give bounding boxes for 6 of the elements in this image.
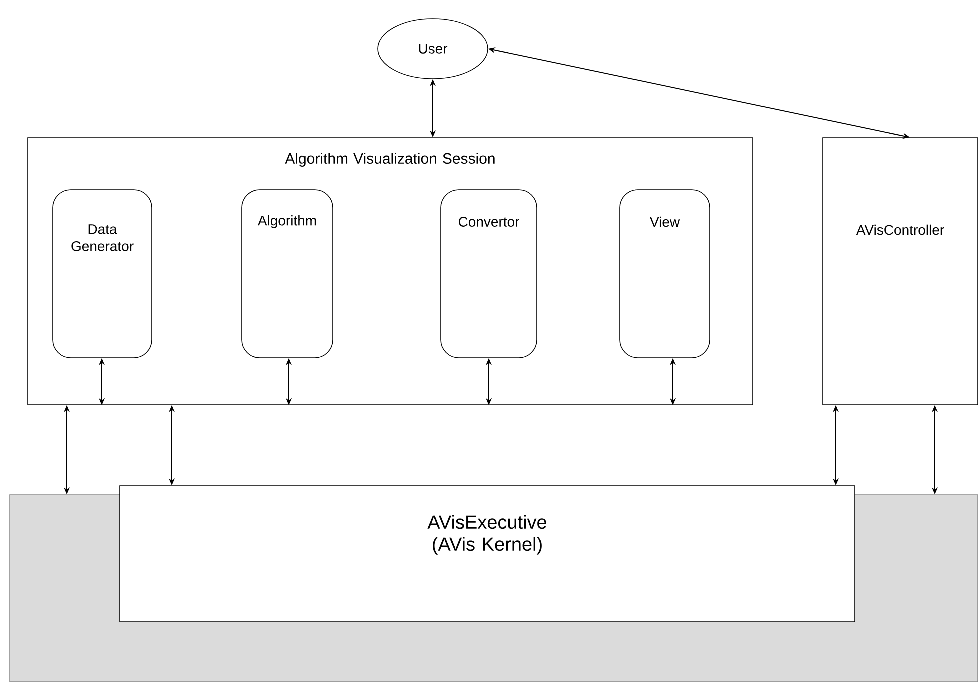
module-box: Convertor [440,190,538,358]
component-box: AVisController [822,138,978,406]
module-box: View [620,190,710,358]
module-box: Algorithm [242,190,334,358]
module-box: Data Generator [52,190,152,358]
component-box: AVisExecutive (AVis Kernel) [120,486,856,622]
